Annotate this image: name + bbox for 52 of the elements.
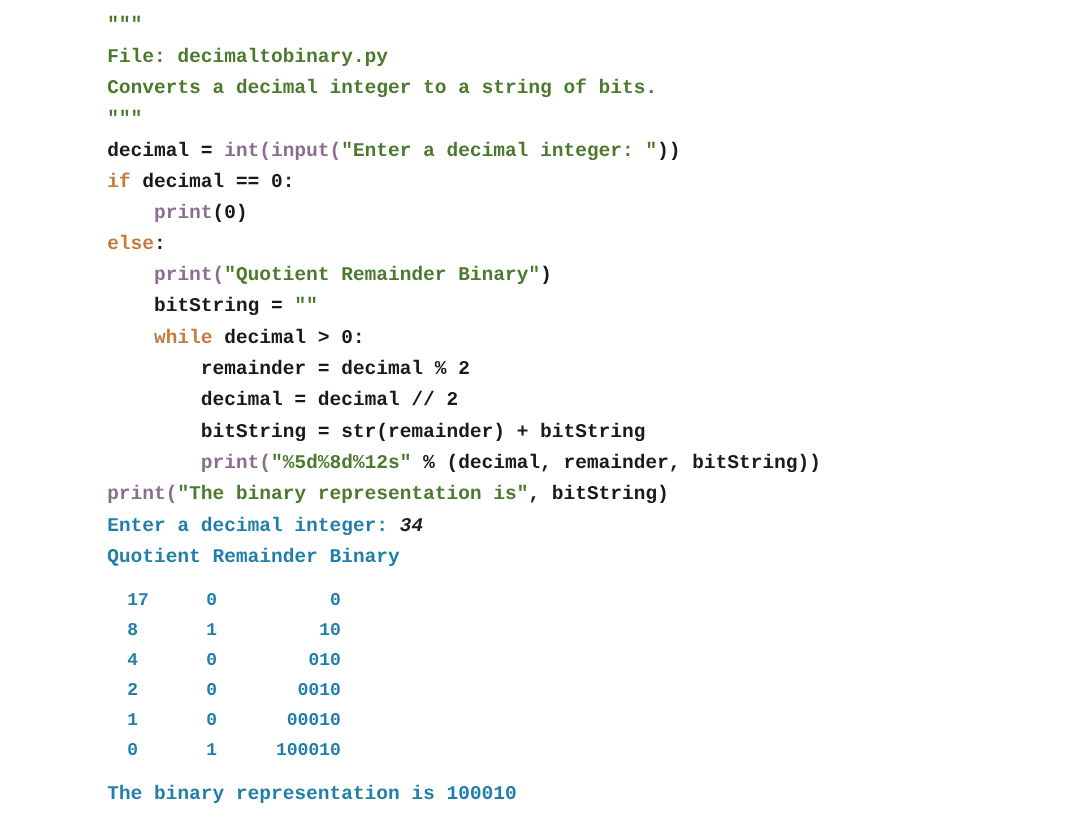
output-number: 0 (207, 592, 216, 606)
code-text: : (158, 238, 162, 249)
code-text: "The binary representation is" (179, 484, 527, 504)
code-text: % (decimal, remainder, bitString)) (423, 453, 818, 473)
code-text: "" (296, 296, 316, 303)
code-text: , bitString) (530, 484, 666, 504)
output-number: 0010 (298, 682, 340, 696)
code-text: if (108, 172, 130, 187)
code-text: print( (155, 265, 222, 285)
output-number: 100010 (277, 742, 340, 756)
code-text: decimal == 0: (143, 172, 290, 188)
code-text: while (154, 328, 212, 344)
output-number: 0 (128, 742, 137, 756)
code-text: (0) (215, 203, 245, 223)
output-number: 1 (128, 713, 138, 725)
output-number: 10 (320, 622, 340, 636)
output-number: 0 (207, 712, 216, 726)
output-number: 17 (128, 593, 148, 605)
code-text: bitString = str(remainder) + bitString (202, 422, 645, 442)
code-text: decimal = decimal // 2 (201, 390, 458, 406)
output-text: 34 (400, 517, 423, 532)
code-text: print( (202, 453, 269, 473)
output-number: 010 (309, 652, 340, 666)
code-text: """ (109, 15, 140, 22)
output-number: 0 (207, 652, 216, 666)
output-number: 00010 (287, 712, 340, 726)
output-text: Enter a decimal integer: (108, 516, 384, 536)
code-text: int(input( (225, 141, 339, 161)
code-text: remainder = decimal % 2 (202, 359, 469, 375)
output-number: 1 (207, 743, 217, 755)
code-text: "Enter a decimal integer: " (343, 141, 655, 161)
code-text: File: decimaltobinary.py (108, 47, 388, 67)
output-text: Quotient Remainder Binary (107, 547, 400, 567)
code-text: decimal = (108, 141, 212, 157)
code-text: """ (109, 109, 140, 116)
code-text: ) (543, 265, 549, 285)
output-number: 2 (128, 682, 137, 695)
output-number: 1 (207, 623, 217, 635)
code-text: Converts a decimal integer to a string of bits. (108, 78, 653, 98)
output-number: 4 (127, 653, 138, 665)
output-number: 8 (128, 622, 138, 636)
output-number: 0 (331, 592, 340, 606)
code-text: decimal > 0: (225, 328, 361, 344)
output-text: The binary representation is 100010 (107, 784, 516, 804)
code-text: print( (108, 484, 175, 504)
code-text: else (108, 234, 154, 250)
code-text: "Quotient Remainder Binary" (226, 265, 538, 285)
output-number: 0 (207, 682, 216, 696)
code-text: )) (660, 141, 678, 161)
code-text: print (155, 203, 211, 223)
code-text: "%5d%8d%12s" (273, 453, 410, 469)
code-text: bitString = (155, 296, 282, 316)
